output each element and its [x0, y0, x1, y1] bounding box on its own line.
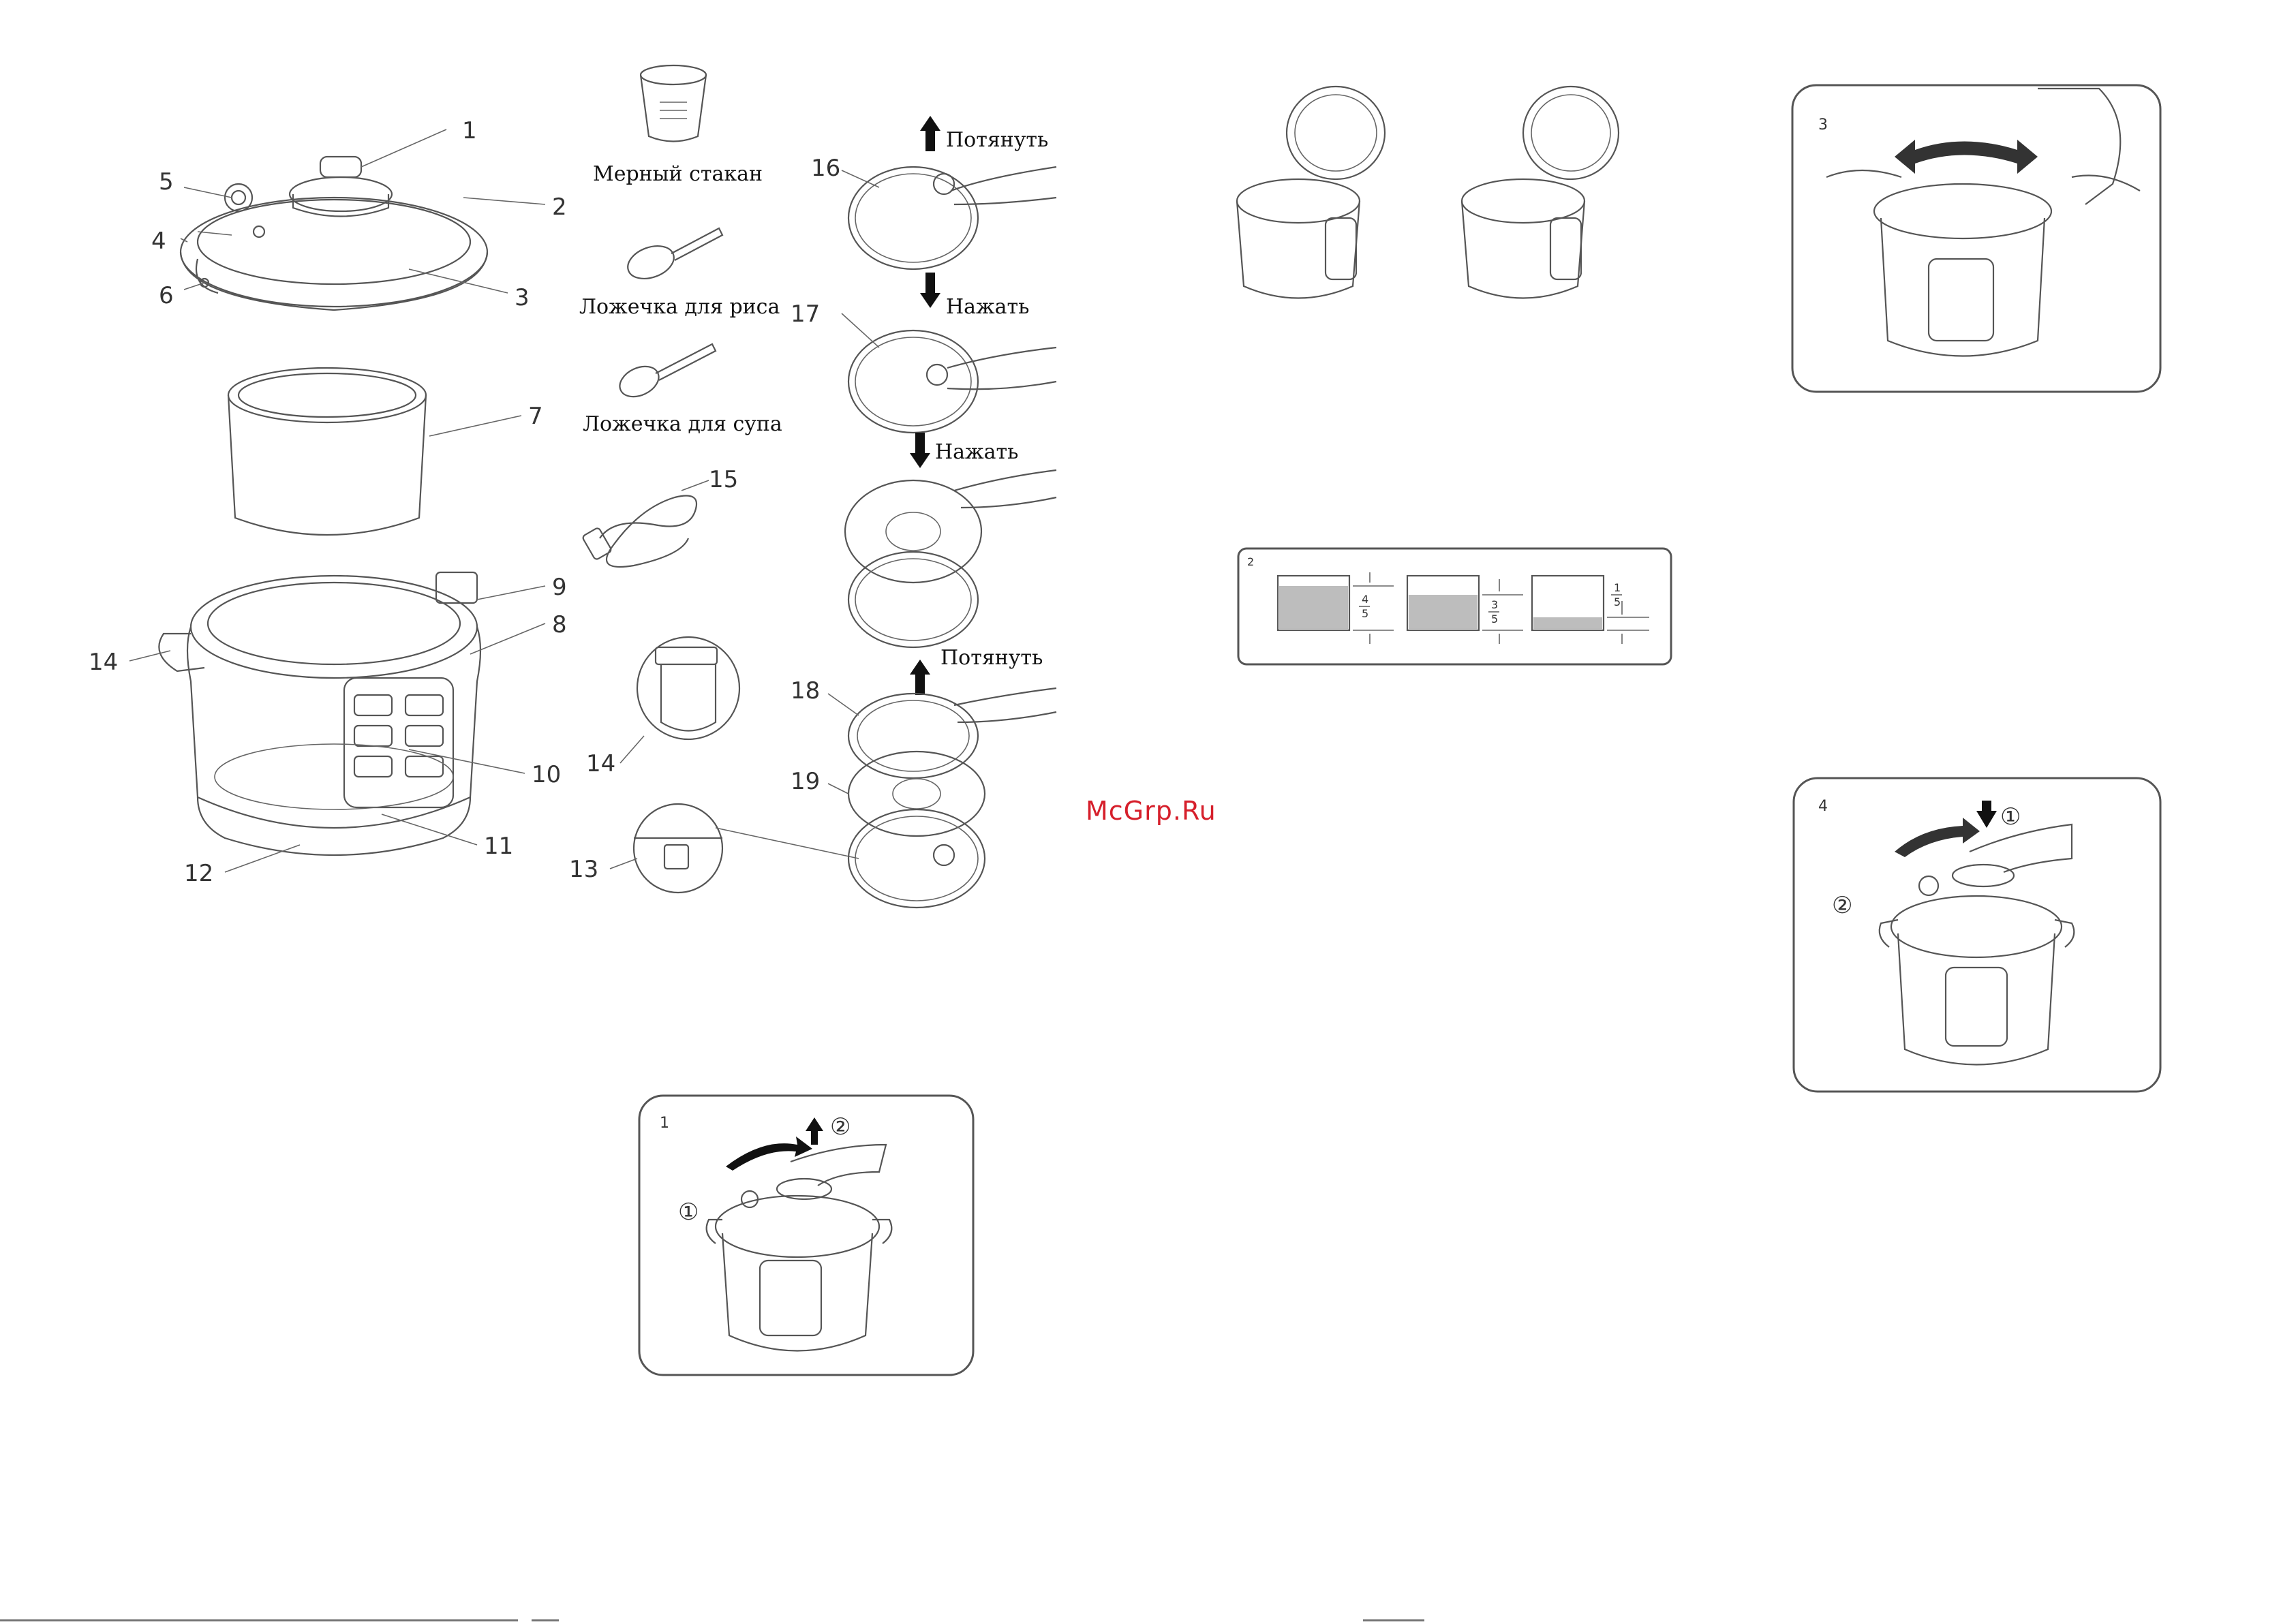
- label-part-10: 10: [532, 761, 561, 788]
- lid-inner-16: [842, 167, 1056, 269]
- inner-pot: [228, 368, 521, 535]
- label-part-1: 1: [462, 117, 477, 144]
- fill-level-2-den: 5: [1491, 613, 1498, 625]
- label-part-7: 7: [528, 403, 543, 430]
- label-part-9: 9: [552, 574, 567, 601]
- step-press-2: [910, 433, 930, 468]
- figure-4-number: 4: [1818, 798, 1828, 815]
- label-part-16: 16: [811, 155, 840, 182]
- label-part-2: 2: [552, 194, 567, 221]
- fig1-step-1: ①: [678, 1199, 699, 1226]
- figure-1-number: 1: [660, 1115, 669, 1132]
- fill-level-2-num: 3: [1491, 598, 1498, 611]
- fill-level-1-den: 5: [1362, 607, 1368, 620]
- fig4-step-2: ②: [1832, 892, 1852, 919]
- watermark: McGrp.Ru: [1086, 796, 1216, 826]
- fig1-step-2: ②: [830, 1113, 851, 1141]
- rice-spoon-drawing: [624, 228, 722, 285]
- figure-2-panel: [1238, 548, 1671, 664]
- open-cooker-right: [1462, 87, 1619, 298]
- measuring-cup-drawing: [641, 65, 706, 142]
- soup-spoon-label: Ложечка для супа: [583, 412, 782, 436]
- label-part-14a: 14: [89, 649, 118, 676]
- body-leaders: [129, 586, 545, 872]
- lid-inner-17: [842, 313, 1056, 433]
- fill-level-1-num: 4: [1362, 593, 1368, 606]
- label-part-6: 6: [159, 282, 174, 309]
- label-part-13: 13: [569, 856, 598, 883]
- measuring-cup-label: Мерный стакан: [593, 162, 763, 186]
- label-part-3: 3: [515, 284, 530, 311]
- step-press-1: [920, 273, 940, 308]
- label-part-19: 19: [791, 768, 820, 795]
- pull-label-2: Потянуть: [940, 646, 1043, 670]
- label-part-14b: 14: [586, 750, 615, 777]
- label-part-11: 11: [484, 833, 513, 860]
- figure-4-panel: [1794, 778, 2160, 1092]
- power-cord-drawing: [582, 480, 709, 567]
- soup-spoon-drawing: [615, 344, 716, 403]
- valve-detail: [610, 804, 859, 893]
- lid-plate-press: [845, 470, 1056, 647]
- label-part-17: 17: [791, 300, 820, 328]
- figure-1-panel: [639, 1096, 973, 1375]
- press-label-2: Нажать: [935, 440, 1018, 464]
- figure-3-panel: [1792, 85, 2160, 392]
- pull-label-1: Потянуть: [946, 128, 1048, 152]
- label-part-18: 18: [791, 677, 820, 705]
- condensate-collector-detail: [620, 637, 739, 763]
- label-part-5: 5: [159, 168, 174, 196]
- open-cooker-left: [1237, 87, 1385, 298]
- rice-spoon-label: Ложечка для риса: [579, 295, 780, 319]
- figure-3-number: 3: [1818, 117, 1828, 134]
- step-pull-1: [920, 116, 940, 151]
- figure-2-number: 2: [1247, 555, 1254, 568]
- label-part-12: 12: [184, 860, 213, 887]
- press-label-1: Нажать: [946, 295, 1029, 319]
- cooker-body: [159, 572, 480, 855]
- step-pull-2: [910, 660, 930, 695]
- label-part-4: 4: [151, 228, 166, 255]
- lid-seal-assembly: [828, 688, 1056, 908]
- label-part-8: 8: [552, 611, 567, 638]
- lid-assembly: [181, 157, 487, 310]
- label-part-15: 15: [709, 466, 738, 493]
- fill-level-3-den: 5: [1614, 596, 1621, 608]
- fill-level-3-num: 1: [1614, 581, 1621, 594]
- fig4-step-1: ①: [2000, 803, 2021, 831]
